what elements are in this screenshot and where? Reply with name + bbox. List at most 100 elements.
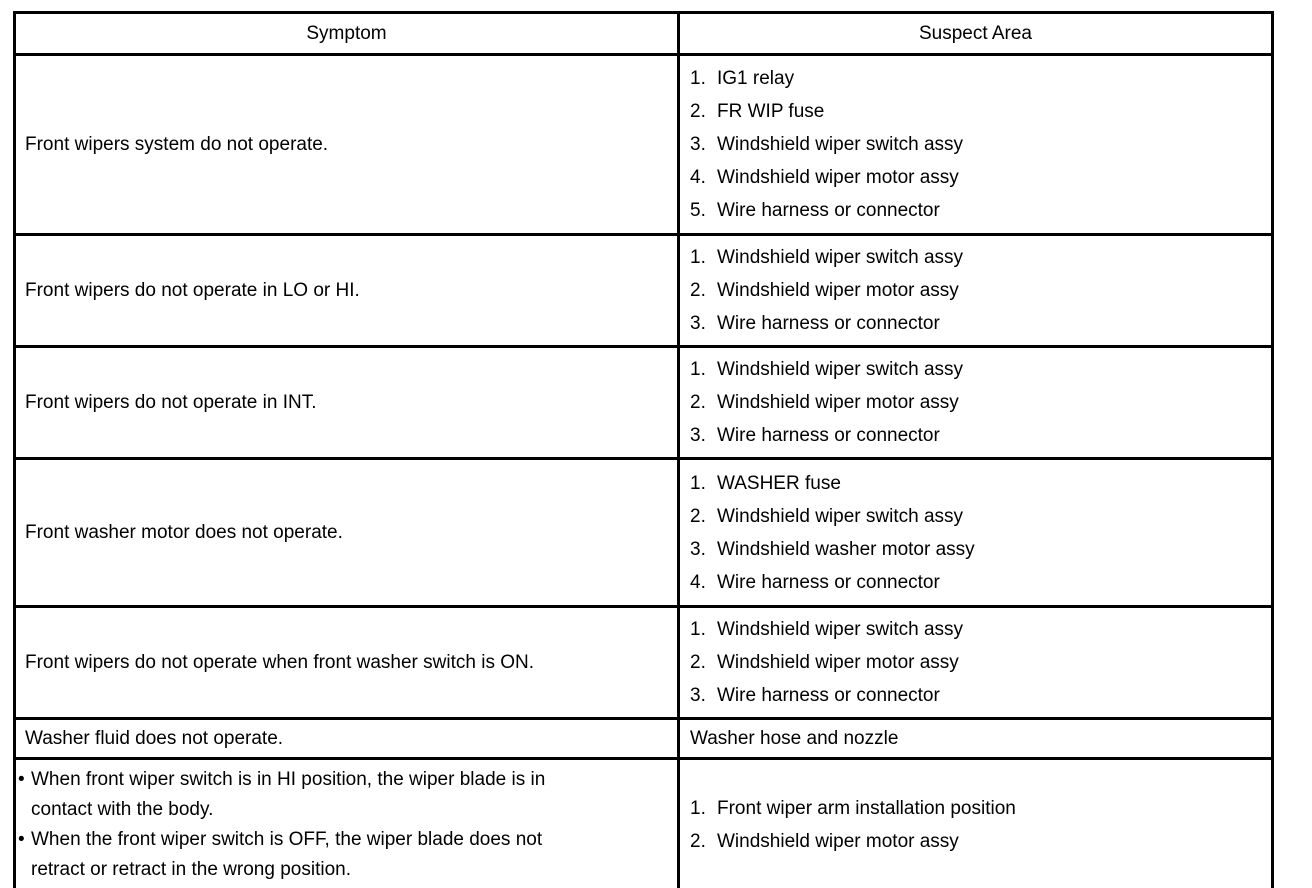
suspect-cell: 1. IG1 relay 2. FR WIP fuse 3. Windshield wip…	[677, 53, 1274, 236]
suspect-list: 1. Windshield wiper switch assy 2. Windshie…	[690, 353, 1259, 452]
table-row: Front wipers do not operate when front w…	[13, 605, 1274, 720]
item-number: 2.	[690, 505, 706, 527]
symptom-text: Front wipers do not operate in LO or HI.	[25, 279, 360, 301]
suspect-item-text: Windshield wiper motor assy	[717, 280, 959, 301]
symptom-cell: •When front wiper switch is in HI positi…	[13, 757, 680, 888]
suspect-cell: 1. Windshield wiper switch assy 2. Windshie…	[677, 605, 1274, 720]
suspect-item-text: Windshield wiper motor assy	[717, 652, 959, 673]
suspect-item: 1. Windshield wiper switch assy	[690, 241, 1259, 274]
suspect-list: 1. IG1 relay 2. FR WIP fuse 3. Windshield wip…	[690, 62, 1259, 227]
item-number: 2.	[690, 280, 706, 301]
item-number: 3.	[690, 134, 706, 155]
suspect-item: 2. Windshield wiper motor assy	[690, 825, 1259, 858]
suspect-item-text: Windshield wiper switch assy	[717, 505, 964, 527]
item-number: 2.	[690, 392, 706, 413]
suspect-item: 4. Windshield wiper motor assy	[690, 161, 1259, 194]
header-row: Symptom Suspect Area	[13, 11, 1274, 56]
suspect-item: 3. Windshield washer motor assy	[690, 533, 1259, 566]
suspect-item-text: Windshield wiper motor assy	[717, 167, 959, 188]
item-number: 4.	[690, 571, 706, 593]
item-number: 1.	[690, 359, 706, 380]
item-number: 2.	[690, 101, 706, 122]
symptom-bullet-list: •When front wiper switch is in HI positi…	[18, 765, 659, 885]
suspect-item: 2. Windshield wiper motor assy	[690, 646, 1259, 679]
suspect-item-text: Windshield wiper motor assy	[717, 831, 959, 852]
suspect-item-text: IG1 relay	[717, 68, 795, 89]
suspect-item-text: WASHER fuse	[717, 472, 841, 494]
item-number: 1.	[690, 68, 706, 89]
troubleshooting-table: Symptom Suspect Area Front wipers system…	[13, 11, 1274, 888]
bullet-icon: •	[18, 829, 25, 850]
suspect-item-text: Wire harness or connector	[717, 313, 940, 334]
suspect-cell: Washer hose and nozzle	[677, 717, 1274, 760]
suspect-item: 1. Front wiper arm installation position	[690, 792, 1259, 825]
symptom-cell: Washer fluid does not operate.	[13, 717, 680, 760]
suspect-item: 1. Windshield wiper switch assy	[690, 353, 1259, 386]
suspect-list: 1. Windshield wiper switch assy 2. Windshie…	[690, 241, 1259, 340]
suspect-item-text: Windshield wiper switch assy	[717, 359, 964, 380]
suspect-item-text: Windshield wiper switch assy	[717, 247, 964, 268]
symptom-cell: Front wipers system do not operate.	[13, 53, 680, 236]
item-number: 3.	[690, 538, 706, 560]
suspect-cell: 1. Windshield wiper switch assy 2. Windshie…	[677, 345, 1274, 460]
table-row: •When front wiper switch is in HI positi…	[13, 757, 1274, 888]
symptom-text: Washer fluid does not operate.	[25, 727, 284, 749]
suspect-list: 1. WASHER fuse 2. Windshield wiper switch a…	[690, 467, 1259, 599]
symptom-column-header: Symptom	[13, 11, 680, 56]
table-row: Front wipers do not operate in INT. 1. Win…	[13, 345, 1274, 460]
suspect-item: 2. Windshield wiper switch assy	[690, 500, 1259, 533]
item-number: 1.	[690, 619, 706, 640]
suspect-item: 2. Windshield wiper motor assy	[690, 386, 1259, 419]
suspect-item: 2. FR WIP fuse	[690, 95, 1259, 128]
suspect-item-text: Windshield wiper switch assy	[717, 619, 964, 640]
item-number: 3.	[690, 685, 706, 706]
table-row: Washer fluid does not operate. Washer hos…	[13, 717, 1274, 760]
symptom-text: Front wipers do not operate when front w…	[25, 651, 535, 673]
suspect-item: 1. Windshield wiper switch assy	[690, 613, 1259, 646]
suspect-item-text: Wire harness or connector	[717, 425, 940, 446]
symptom-text: Front washer motor does not operate.	[25, 521, 343, 543]
suspect-item: 1. WASHER fuse	[690, 467, 1259, 500]
item-number: 5.	[690, 200, 706, 221]
table-body: Front wipers system do not operate. 1. IG1…	[13, 53, 1274, 888]
item-number: 3.	[690, 313, 706, 334]
suspect-item-text: Wire harness or connector	[717, 571, 940, 593]
suspect-item-text: FR WIP fuse	[717, 101, 825, 122]
symptom-text: Front wipers do not operate in INT.	[25, 391, 317, 413]
symptom-text: Front wipers system do not operate.	[25, 133, 329, 155]
suspect-item-text: Windshield washer motor assy	[717, 538, 975, 560]
suspect-cell: 1. Windshield wiper switch assy 2. Windshie…	[677, 233, 1274, 348]
symptom-bullet-item: •When the front wiper switch is OFF, the…	[18, 825, 659, 885]
item-number: 4.	[690, 167, 706, 188]
suspect-text: Washer hose and nozzle	[690, 727, 899, 749]
item-number: 1.	[690, 798, 706, 819]
suspect-item: 1. IG1 relay	[690, 62, 1259, 95]
table-row: Front washer motor does not operate. 1. WA…	[13, 457, 1274, 608]
item-number: 1.	[690, 247, 706, 268]
suspect-item-text: Front wiper arm installation position	[717, 798, 1016, 819]
item-number: 2.	[690, 831, 706, 852]
suspect-item-text: Windshield wiper motor assy	[717, 392, 959, 413]
suspect-list: 1. Windshield wiper switch assy 2. Windshie…	[690, 613, 1259, 712]
item-number: 1.	[690, 472, 706, 494]
bullet-icon: •	[18, 769, 25, 790]
suspect-item: 4. Wire harness or connector	[690, 566, 1259, 599]
suspect-column-header: Suspect Area	[677, 11, 1274, 56]
symptom-cell: Front washer motor does not operate.	[13, 457, 680, 608]
symptom-bullet-item: •When front wiper switch is in HI positi…	[18, 765, 659, 825]
suspect-item-text: Wire harness or connector	[717, 685, 940, 706]
suspect-item: 3.Wire harness or connector	[690, 419, 1259, 452]
suspect-item: 3. Wire harness or connector	[690, 679, 1259, 712]
suspect-cell: 1. WASHER fuse 2. Windshield wiper switch a…	[677, 457, 1274, 608]
suspect-item: 2. Windshield wiper motor assy	[690, 274, 1259, 307]
table-row: Front wipers system do not operate. 1. IG1…	[13, 53, 1274, 236]
suspect-item-text: Windshield wiper switch assy	[717, 134, 964, 155]
suspect-list: 1. Front wiper arm installation position 2…	[690, 792, 1259, 858]
item-number: 2.	[690, 652, 706, 673]
symptom-cell: Front wipers do not operate when front w…	[13, 605, 680, 720]
symptom-cell: Front wipers do not operate in LO or HI.	[13, 233, 680, 348]
suspect-item-text: Wire harness or connector	[717, 200, 940, 221]
suspect-item: 3. Wire harness or connector	[690, 307, 1259, 340]
suspect-item: 3. Windshield wiper switch assy	[690, 128, 1259, 161]
